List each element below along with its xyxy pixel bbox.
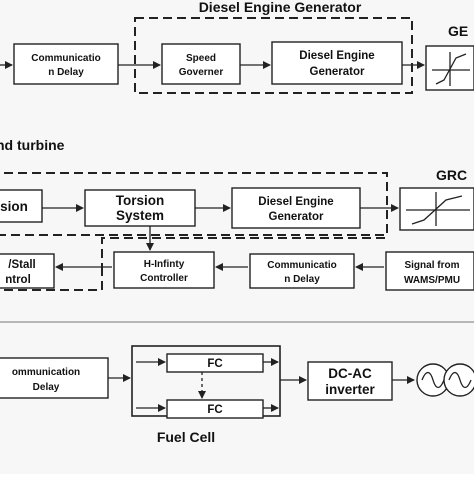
section3-fc-bottom-box: FC (166, 399, 264, 419)
section2-comm-line2: n Delay (284, 274, 320, 285)
section2-limiter-block (399, 187, 474, 231)
section3-comm-line1: ommunication (12, 367, 80, 378)
section2-deg-line1: Diesel Engine (258, 196, 333, 208)
section1-diesel-engine-generator-box: Diesel Engine Generator (271, 41, 403, 85)
section3-dcac-inverter-box: DC-AC inverter (307, 361, 393, 401)
ac-source-icon (416, 363, 474, 397)
section2-torsion-line1: Torsion (116, 193, 165, 208)
section1-title: Diesel Engine Generator (199, 0, 362, 15)
section2-signal-line1: Signal from (404, 260, 459, 271)
section2-torsion-system-box: Torsion System (84, 189, 196, 227)
section2-sion-label: sion (0, 199, 28, 214)
section2-comm-line1: Communicatio (267, 260, 336, 271)
section1-limiter-block (425, 45, 474, 91)
section1-speed-line1: Speed (186, 53, 216, 64)
section1-comm-line1: Communicatio (31, 53, 100, 64)
section2-stall-line2: ntrol (5, 274, 31, 286)
section1-deg-line1: Diesel Engine (299, 50, 374, 62)
section3-fc-top-box: FC (166, 353, 264, 373)
section2-right-label: GRC (436, 167, 467, 183)
section2-signal-wams-box: Signal from WAMS/PMU (385, 251, 474, 291)
section2-deg-line2: Generator (269, 211, 324, 223)
section3-comm-delay-box: ommunication Delay (0, 357, 109, 399)
section2-title: nd turbine (0, 137, 65, 153)
section2-signal-line2: WAMS/PMU (404, 275, 460, 286)
section3-dcac-line1: DC-AC (328, 366, 372, 381)
section2-dashed-frame-lower-left (0, 262, 103, 291)
section2-hinf-line2: Controller (140, 273, 188, 284)
section3-fc-top-label: FC (207, 358, 222, 370)
section2-dashed-frame-top (0, 172, 388, 236)
section1-speed-governer-box: Speed Governer (161, 43, 241, 85)
section2-hinf-line1: H-Infinty (144, 259, 185, 270)
section2-dashed-frame-lower (101, 237, 387, 272)
section1-dashed-frame (134, 17, 413, 94)
section1-deg-line2: Generator (310, 66, 365, 78)
section2-comm-delay-box: Communicatio n Delay (249, 253, 355, 289)
section3-fc-bottom-label: FC (207, 404, 222, 416)
section2-sion-box: sion (0, 189, 43, 223)
section1-speed-line2: Governer (179, 67, 224, 78)
section2-stall-control-box: /Stall ntrol (0, 253, 55, 289)
section2-hinfinity-controller-box: H-Infinty Controller (113, 251, 215, 289)
section2-diesel-engine-generator-box: Diesel Engine Generator (231, 187, 361, 229)
section1-comm-line2: n Delay (48, 67, 84, 78)
section2-stall-line1: /Stall (8, 259, 35, 271)
section2-torsion-line2: System (116, 208, 164, 223)
section3-comm-line2: Delay (33, 382, 60, 393)
section1-right-label: GE (448, 23, 468, 39)
section1-comm-delay-box: Communicatio n Delay (13, 43, 119, 85)
section3-title: Fuel Cell (157, 429, 215, 445)
section3-dcac-line2: inverter (325, 382, 375, 397)
